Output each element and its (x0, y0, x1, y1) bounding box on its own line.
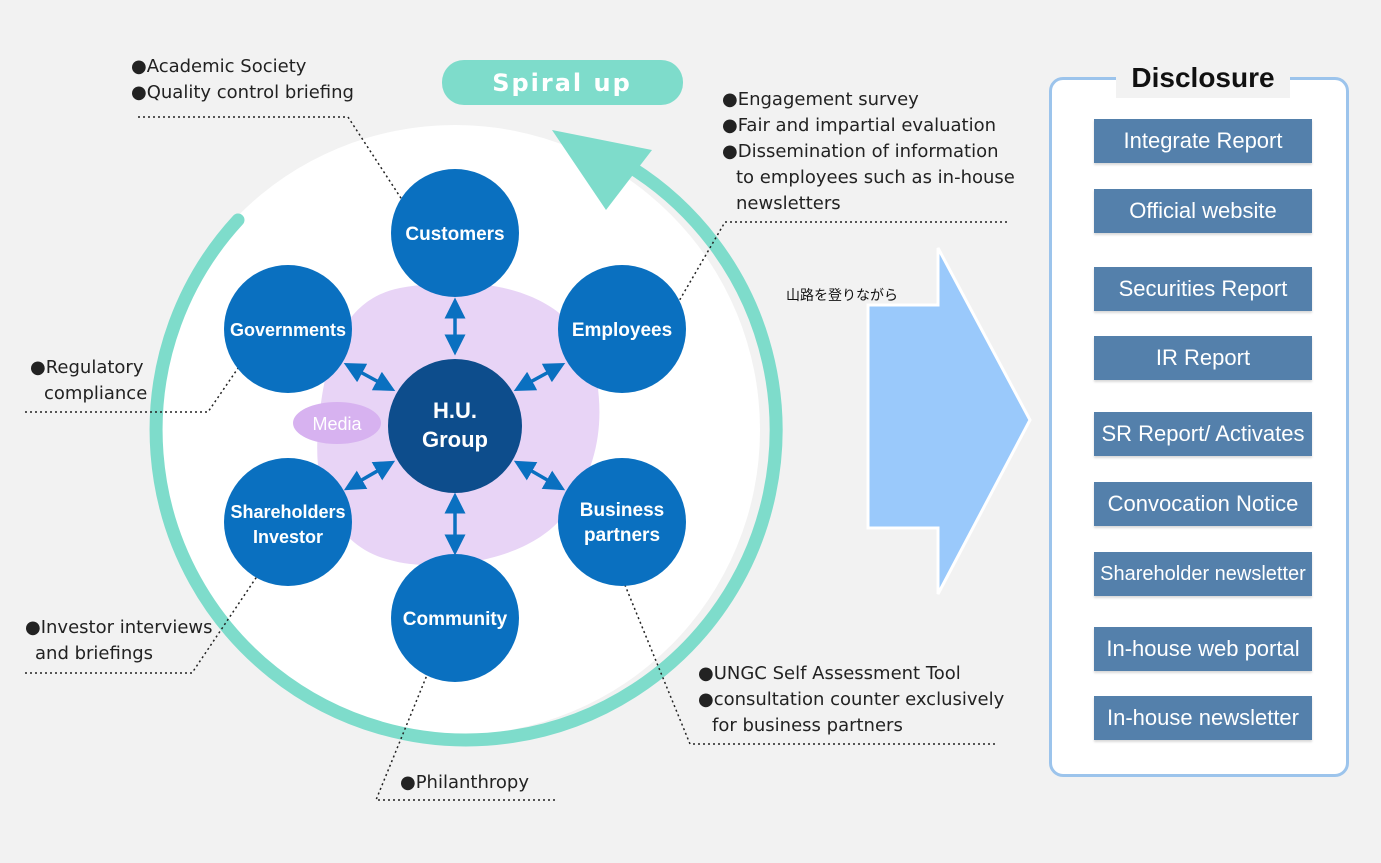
disclosure-item: Shareholder newsletter (1094, 552, 1312, 596)
disclosure-item: Securities Report (1094, 267, 1312, 311)
media-pill (293, 402, 381, 444)
center-label-line2: Group (422, 427, 488, 452)
node-employees: Employees (558, 265, 686, 393)
annotation-line: ●Regulatory (30, 357, 144, 378)
arrow-caption: 山路を登りながら (786, 288, 898, 304)
shareholders-label-line2: Investor (253, 527, 323, 547)
disclosure-item: SR Report/ Activates (1094, 412, 1312, 456)
spiral-arrowhead (552, 130, 652, 210)
annotation-line: ●UNGC Self Assessment Tool (698, 663, 961, 684)
disclosure-item: In-house newsletter (1094, 696, 1312, 740)
relation-arrows (343, 297, 566, 556)
disclosure-item: In-house web portal (1094, 627, 1312, 671)
media-label: Media (312, 414, 362, 434)
annotation-customers: ●Academic Society ●Quality control brief… (131, 54, 354, 106)
annotation-line: newsletters (736, 193, 841, 214)
leader-employees (674, 221, 1007, 309)
node-center-hu-group: H.U. Group (388, 359, 522, 493)
annotation-line: ●Dissemination of information (722, 141, 999, 162)
leader-lines (25, 116, 1007, 801)
customers-label: Customers (405, 224, 504, 245)
arrow-governments (343, 362, 396, 392)
annotation-line: ●Academic Society (131, 56, 307, 77)
node-business-partners: Business partners (558, 458, 686, 586)
leader-governments (25, 357, 246, 413)
annotation-governments: ●Regulatory compliance (30, 355, 147, 407)
flow-arrow (866, 247, 1032, 595)
annotation-line: ●Investor interviews (25, 617, 213, 638)
business-partners-label-line2: partners (584, 525, 660, 546)
annotation-business-partners: ●UNGC Self Assessment Tool ●consultation… (698, 661, 1004, 739)
annotation-line: ●Engagement survey (722, 89, 919, 110)
node-customers: Customers (391, 169, 519, 297)
annotation-line: and briefings (35, 643, 154, 664)
leader-shareholders (25, 559, 269, 674)
community-label: Community (403, 609, 508, 630)
arrow-employees (513, 362, 566, 392)
disclosure-item: Convocation Notice (1094, 482, 1312, 526)
shareholders-label-line1: Shareholders (230, 502, 345, 522)
governments-label: Governments (230, 320, 346, 340)
disclosure-item: Integrate Report (1094, 119, 1312, 163)
annotation-line: for business partners (712, 715, 903, 736)
disclosure-item: Official website (1094, 189, 1312, 233)
arrow-shareholders (343, 460, 396, 491)
annotation-line: compliance (44, 383, 148, 404)
spiral-up-label: Spiral up (492, 69, 632, 97)
leader-business-partners (617, 567, 995, 745)
center-label-line1: H.U. (433, 398, 477, 423)
disclosure-title: Disclosure (1116, 58, 1290, 98)
business-partners-label-line1: Business (580, 500, 664, 521)
node-community: Community (391, 554, 519, 682)
annotation-employees: ●Engagement survey ●Fair and impartial e… (722, 87, 1015, 217)
arrow-business-partners (513, 460, 566, 491)
disclosure-item: IR Report (1094, 336, 1312, 380)
leader-customers (138, 116, 411, 213)
annotation-line: ●Quality control briefing (131, 82, 354, 103)
annotation-line: ●consultation counter exclusively (698, 689, 1005, 710)
annotation-shareholders: ●Investor interviews and briefings (25, 615, 213, 667)
annotation-line: ●Philanthropy (400, 772, 529, 793)
annotation-line: ●Fair and impartial evaluation (722, 115, 997, 136)
node-governments: Governments (224, 265, 352, 393)
annotation-line: to employees such as in-house (736, 167, 1015, 188)
spiral-up-pill (442, 60, 683, 105)
node-shareholders: Shareholders Investor (224, 458, 352, 586)
annotation-community: ●Philanthropy (400, 770, 529, 796)
employees-label: Employees (572, 320, 672, 341)
spiral-ring (149, 155, 783, 747)
